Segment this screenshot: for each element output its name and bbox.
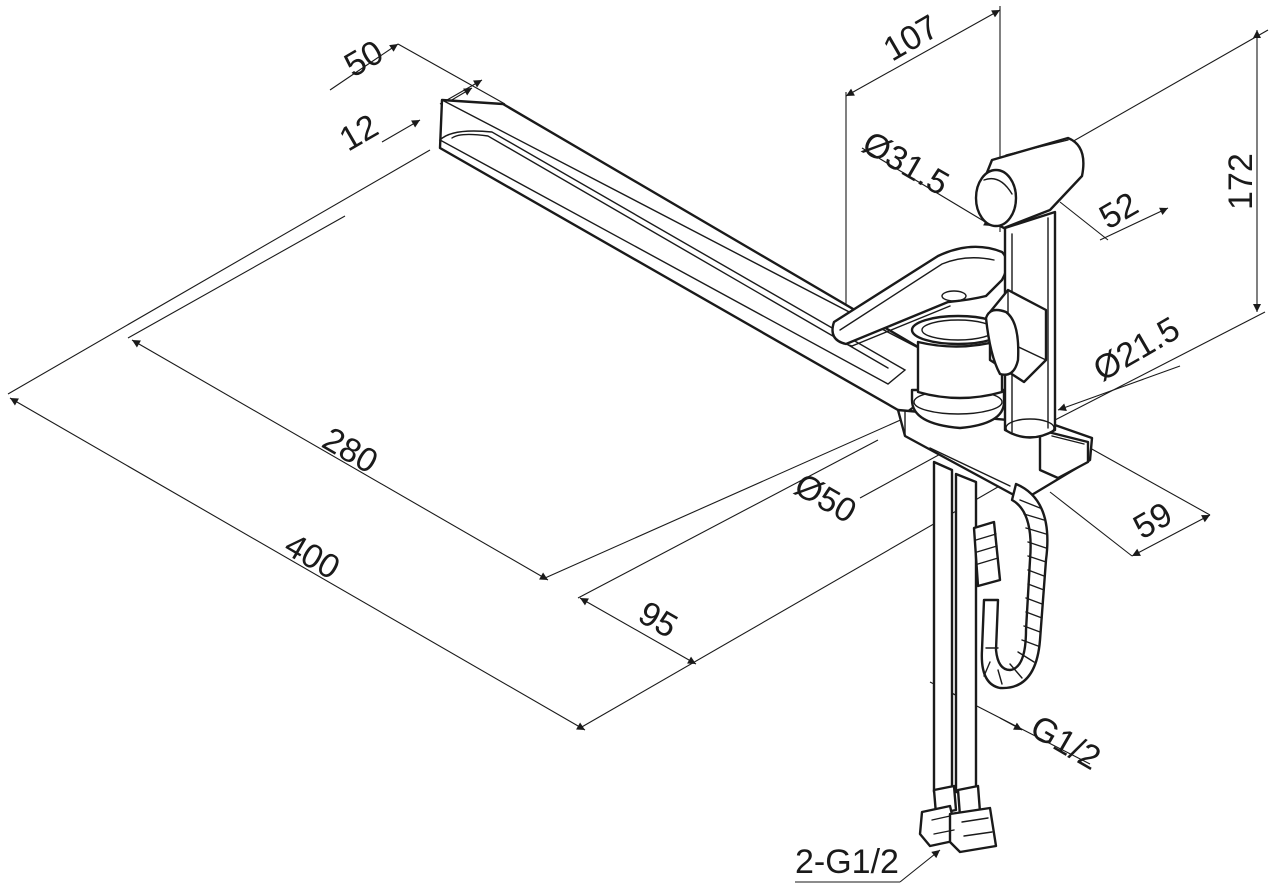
deck-base <box>896 408 1094 498</box>
dim-sprayer-offset: 52 <box>1093 185 1145 237</box>
dimension-labels: 50 12 107 Ø31.5 172 52 Ø21.5 280 400 Ø50… <box>278 8 1260 881</box>
dim-sprayer-base-offset: 59 <box>1127 495 1179 547</box>
dim-supply-threads: 2-G1/2 <box>795 843 899 881</box>
dim-spout-width: 50 <box>338 33 390 85</box>
dim-total-height: 172 <box>1222 153 1260 210</box>
dim-sprayer-hose-diameter: Ø21.5 <box>1087 310 1186 389</box>
spout <box>438 98 932 416</box>
dim-base-diameter: Ø50 <box>788 466 863 531</box>
mixer-body <box>910 314 1006 430</box>
dim-slot-width: 12 <box>333 107 385 159</box>
sprayer-holder <box>984 288 1048 384</box>
dim-body-offset: 95 <box>632 594 684 646</box>
dim-height-to-handle: 107 <box>877 8 945 69</box>
dim-spout-reach: 400 <box>278 526 346 587</box>
sprayer-hose <box>980 482 1049 690</box>
dim-hose-thread: G1/2 <box>1024 708 1107 778</box>
supply-hoses <box>918 460 1002 854</box>
dim-hose-diameter: Ø31.5 <box>856 124 955 203</box>
lever-handle[interactable] <box>831 245 1009 347</box>
dim-spout-inner-length: 280 <box>316 420 384 481</box>
